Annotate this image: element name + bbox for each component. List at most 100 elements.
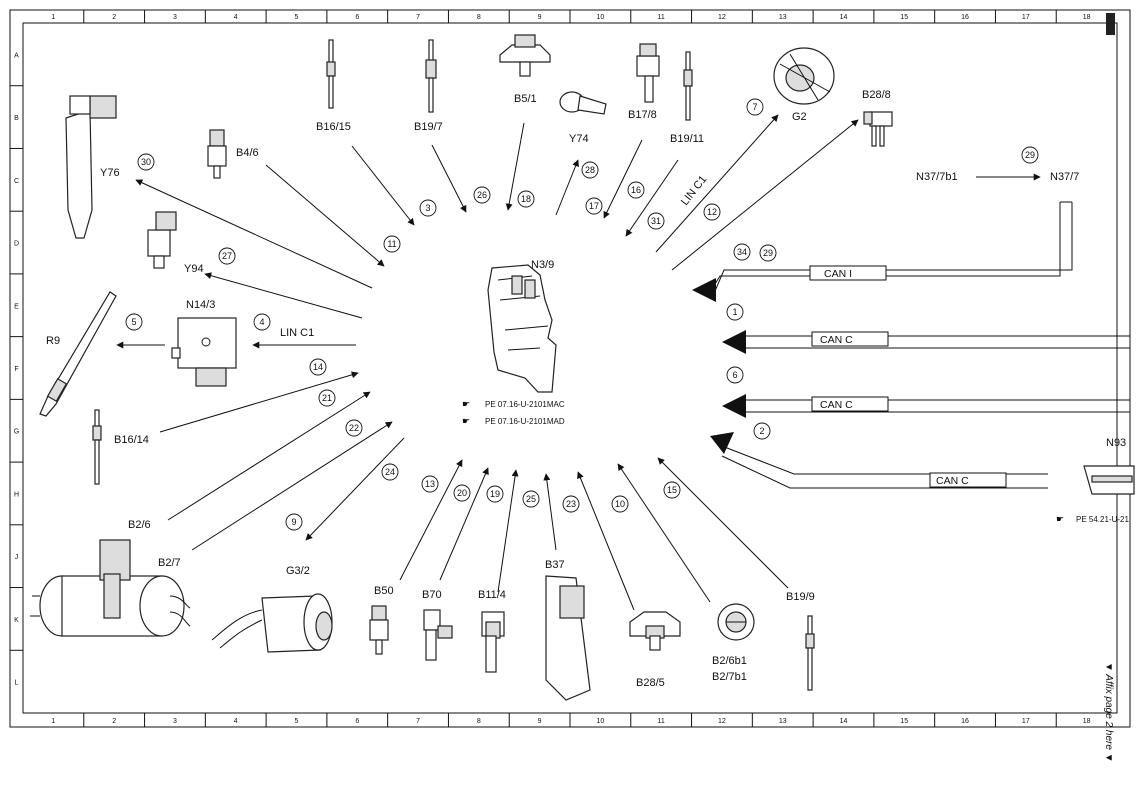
- marker-29-n37: 29: [1021, 146, 1039, 164]
- sensor-b19-7-icon: [425, 39, 437, 113]
- marker-25: 25: [522, 490, 540, 508]
- label-b28-8: B28/8: [862, 89, 891, 101]
- label-y76: Y76: [100, 167, 120, 179]
- column-number: 13: [779, 14, 787, 21]
- ref-n93: PE 54.21-U-21: [1076, 515, 1129, 524]
- column-number: 6: [355, 14, 359, 21]
- label-b19-7: B19/7: [414, 121, 443, 133]
- svg-text:27: 27: [222, 251, 232, 261]
- row-letter: C: [14, 178, 19, 185]
- column-number: 8: [477, 718, 481, 725]
- valve-y74-icon: [559, 91, 607, 115]
- svg-text:18: 18: [521, 194, 531, 204]
- column-number: 17: [1022, 14, 1030, 21]
- svg-text:20: 20: [457, 488, 467, 498]
- label-b19-11: B19/11: [670, 133, 704, 145]
- label-b16-14: B16/14: [114, 434, 149, 446]
- label-g3-2: G3/2: [286, 565, 310, 577]
- sensor-b5-1-icon: [499, 34, 551, 77]
- column-number: 18: [1083, 718, 1091, 725]
- column-number: 16: [961, 718, 969, 725]
- row-letter: K: [14, 617, 19, 624]
- column-number: 9: [538, 718, 542, 725]
- svg-text:19: 19: [490, 489, 500, 499]
- column-number: 2: [112, 718, 116, 725]
- marker-20: 20: [453, 484, 471, 502]
- marker-4: 4: [253, 313, 271, 331]
- label-b16-15: B16/15: [316, 121, 351, 133]
- can-c3-label: CAN C: [936, 475, 969, 487]
- marker-6: 6: [726, 366, 744, 384]
- column-number: 3: [173, 14, 177, 21]
- can-c1-label: CAN C: [820, 334, 853, 346]
- svg-text:4: 4: [259, 317, 264, 327]
- marker-16: 16: [627, 181, 645, 199]
- alternator-g2-icon: [773, 47, 835, 105]
- svg-text:13: 13: [425, 479, 435, 489]
- row-letter: H: [14, 491, 19, 498]
- column-number: 5: [295, 718, 299, 725]
- marker-1: 1: [726, 303, 744, 321]
- svg-text:10: 10: [615, 499, 625, 509]
- column-number: 15: [900, 14, 908, 21]
- label-b19-9: B19/9: [786, 591, 815, 603]
- svg-text:5: 5: [131, 317, 136, 327]
- marker-17: 17: [585, 197, 603, 215]
- number-markers: 30 3 26 18 28 16 17 31 7 12 11 27 5 4 14…: [125, 98, 1039, 531]
- column-number: 10: [596, 718, 604, 725]
- svg-text:17: 17: [589, 201, 599, 211]
- label-b2-7: B2/7: [158, 557, 181, 569]
- marker-29-can: 29: [759, 244, 777, 262]
- column-number: 4: [234, 718, 238, 725]
- svg-text:11: 11: [387, 239, 396, 249]
- can-c2-arrow: [722, 394, 746, 418]
- marker-31: 31: [647, 212, 665, 230]
- marker-2: 2: [753, 422, 771, 440]
- can-c1-arrow: [722, 330, 746, 354]
- control-unit-n93-icon: [1083, 465, 1135, 495]
- sensor-b11-4-icon: [481, 611, 505, 673]
- svg-text:9: 9: [291, 517, 296, 527]
- label-lin-c1-upper: LIN C1: [679, 173, 710, 207]
- control-unit-n14-3-icon: [171, 317, 237, 387]
- row-letter: F: [14, 366, 18, 373]
- column-number: 5: [295, 14, 299, 21]
- label-g2: G2: [792, 111, 807, 123]
- ref-2101mad: PE 07.16-U-2101MAD: [485, 417, 565, 426]
- label-lin-c1-left: LIN C1: [280, 327, 314, 339]
- pointing-hand-icon: ☛: [462, 399, 470, 409]
- sensor-b50-icon: [369, 605, 389, 655]
- label-b50: B50: [374, 585, 394, 597]
- pedal-sensor-b37-icon: [545, 575, 591, 701]
- marker-34: 34: [733, 243, 751, 261]
- row-letter: A: [14, 52, 19, 59]
- column-number: 10: [596, 14, 604, 21]
- label-b37: B37: [545, 559, 565, 571]
- column-number: 7: [416, 14, 420, 21]
- ref-2101mac: PE 07.16-U-2101MAC: [485, 400, 565, 409]
- label-n37-7b1: N37/7b1: [916, 171, 958, 183]
- marker-19: 19: [486, 485, 504, 503]
- pointing-hand-icon: ☛: [1056, 514, 1064, 524]
- marker-30: 30: [137, 153, 155, 171]
- sensor-b17-8-icon: [636, 43, 660, 103]
- sensor-b19-11-icon: [683, 51, 693, 121]
- can-c1-box: [811, 331, 889, 347]
- marker-28: 28: [581, 161, 599, 179]
- label-b4-6: B4/6: [236, 147, 259, 159]
- marker-23: 23: [562, 495, 580, 513]
- label-y94: Y94: [184, 263, 204, 275]
- svg-text:26: 26: [477, 190, 487, 200]
- svg-text:15: 15: [667, 485, 677, 495]
- sensor-b4-6-icon: [207, 129, 227, 179]
- svg-text:6: 6: [732, 370, 737, 380]
- column-number: 4: [234, 14, 238, 21]
- sensor-b19-9-icon: [805, 615, 815, 691]
- svg-text:25: 25: [526, 494, 536, 504]
- side-note: ▼ Affix page 2 here ▼: [1103, 662, 1114, 763]
- marker-13: 13: [421, 475, 439, 493]
- sensor-b16-14-icon: [92, 409, 102, 485]
- column-number: 12: [718, 14, 726, 21]
- marker-22: 22: [345, 419, 363, 437]
